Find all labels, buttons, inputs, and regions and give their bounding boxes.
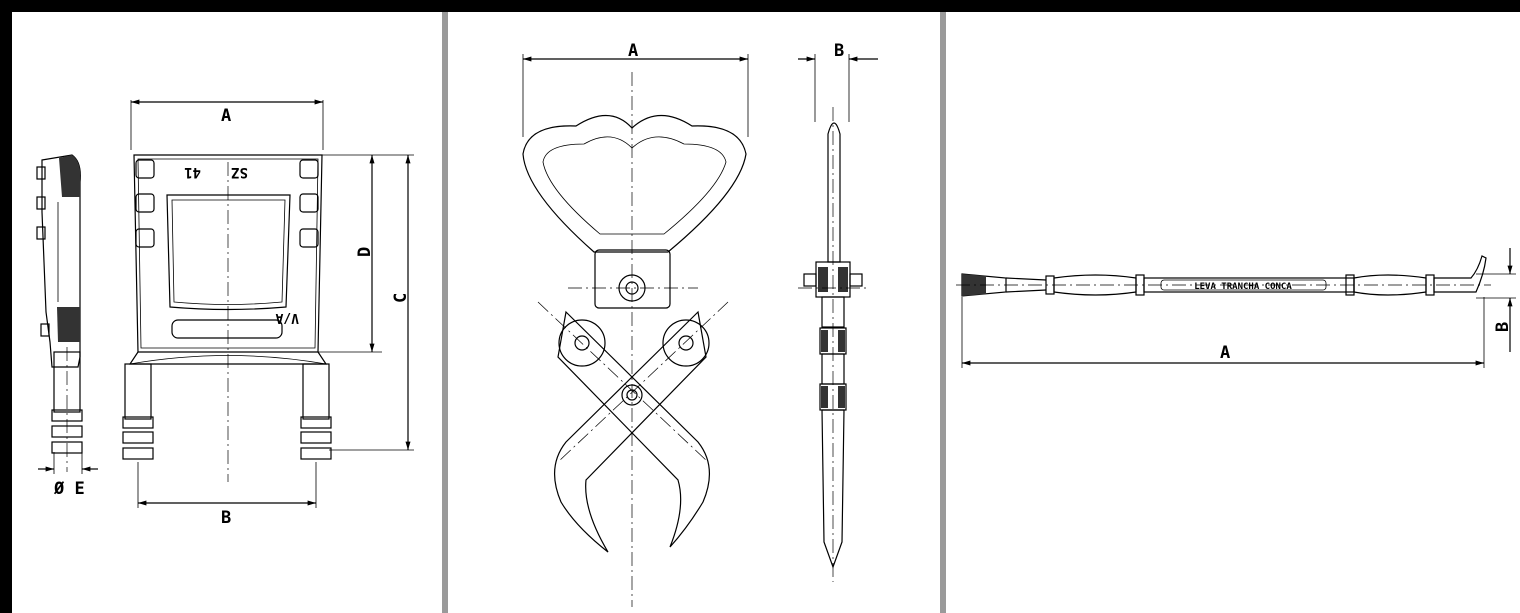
plate-text-41: 41 (184, 164, 201, 180)
bar-drawing: LEVA TRANCHA CONCA A B (956, 248, 1516, 368)
dim-d-label: D (355, 247, 375, 257)
technical-drawing-bar-panel: LEVA TRANCHA CONCA A B (946, 12, 1520, 613)
plate-text-sz: SZ (231, 164, 248, 180)
tongs-dim-a-label: A (628, 41, 638, 61)
bar-side-view: LEVA TRANCHA CONCA A B (956, 248, 1516, 368)
dim-c-label: C (391, 293, 411, 303)
tongs-drawing: A (522, 41, 878, 607)
dim-a-label: A (221, 106, 231, 126)
technical-drawing-tongs-panel: A (448, 12, 940, 613)
tongs-side-view: B (798, 41, 878, 582)
hook-front-view: A SZ 41 V/A (122, 99, 414, 528)
bar-dim-b-label: B (1493, 322, 1513, 332)
panel-divider (442, 12, 448, 613)
tongs-front-view: A (522, 41, 749, 607)
hook-side-view: Ø E (36, 154, 98, 499)
plate-mark: V/A (275, 310, 299, 325)
dim-e-label: Ø E (53, 479, 85, 499)
panel-divider (940, 12, 946, 613)
hook-drawing: Ø E A SZ 41 V/A (36, 99, 414, 528)
bar-dim-a-label: A (1220, 343, 1230, 363)
bar-handle-text: LEVA TRANCHA CONCA (1194, 282, 1292, 292)
technical-drawing-hook-panel: Ø E A SZ 41 V/A (12, 12, 442, 613)
tongs-dim-b-label: B (834, 41, 844, 61)
dim-b-label: B (221, 508, 231, 528)
